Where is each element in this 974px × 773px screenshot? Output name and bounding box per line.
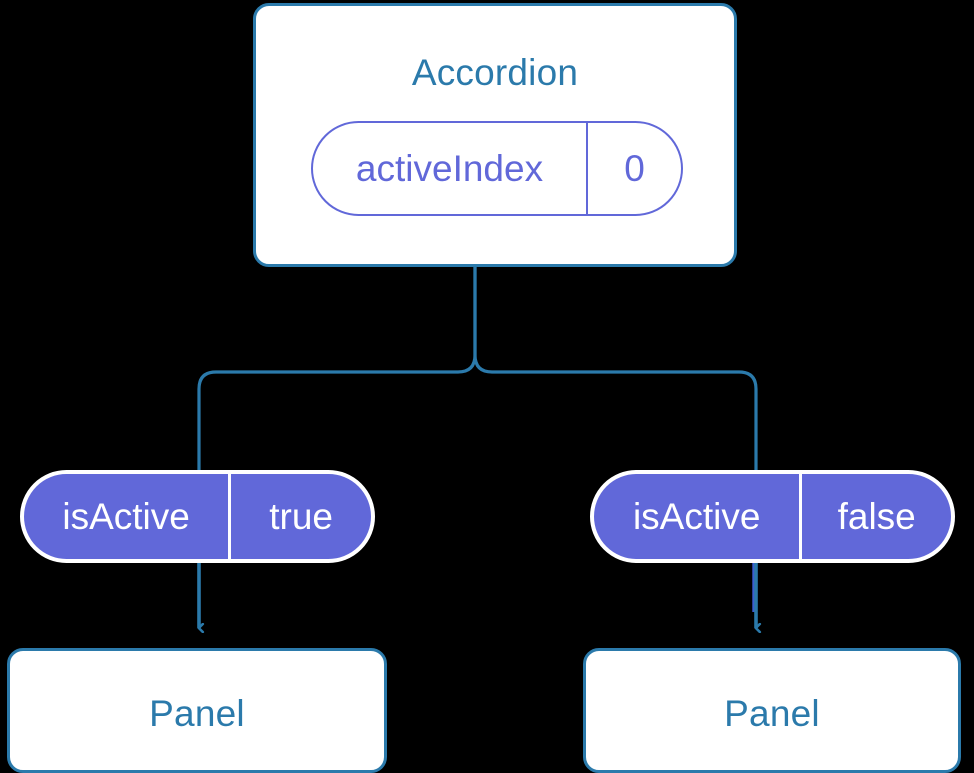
state-pill-isactive-true-value: true — [269, 495, 333, 537]
state-pill-isactive-false[interactable]: isActive false — [590, 470, 955, 563]
state-pill-isactive-true[interactable]: isActive true — [20, 470, 375, 563]
state-pill-activeindex-value: 0 — [624, 147, 645, 189]
connector-trunk-split — [197, 265, 477, 472]
state-pill-isactive-false-key: isActive — [594, 474, 803, 559]
component-accordion[interactable]: Accordion activeIndex 0 — [253, 3, 737, 267]
state-pill-isactive-false-value: false — [837, 495, 916, 537]
component-panel-right[interactable]: Panel — [583, 648, 961, 773]
component-panel-left[interactable]: Panel — [7, 648, 387, 773]
connector-trunk-split-right — [473, 265, 758, 472]
state-pill-activeindex-key: activeIndex — [313, 123, 589, 214]
state-pill-isactive-true-key: isActive — [24, 474, 232, 559]
state-pill-activeindex[interactable]: activeIndex 0 — [311, 121, 683, 216]
component-accordion-label: Accordion — [411, 52, 579, 93]
component-panel-left-label: Panel — [149, 693, 245, 734]
component-panel-right-label: Panel — [724, 693, 820, 734]
